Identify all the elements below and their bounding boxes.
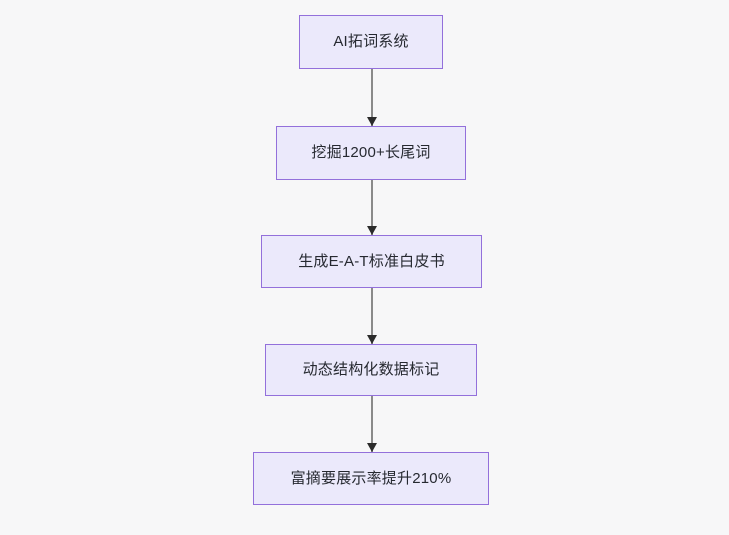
arrowhead-icon: [367, 117, 377, 126]
arrowhead-icon: [367, 443, 377, 452]
flow-node-label: 富摘要展示率提升210%: [290, 469, 452, 487]
edge-line: [371, 69, 373, 126]
flow-node-label: 生成E-A-T标准白皮书: [298, 252, 445, 270]
flow-node-eat-whitepaper[interactable]: 生成E-A-T标准白皮书: [261, 235, 482, 288]
flow-node-ai-keyword-system[interactable]: AI拓词系统: [299, 15, 443, 69]
flow-edge: [367, 69, 377, 126]
flow-node-longtail-mining[interactable]: 挖掘1200+长尾词: [276, 126, 466, 180]
arrowhead-icon: [367, 226, 377, 235]
edge-line: [371, 180, 373, 235]
flow-edge: [367, 180, 377, 235]
arrowhead-icon: [367, 335, 377, 344]
flow-edge: [367, 396, 377, 452]
flow-node-label: AI拓词系统: [333, 33, 409, 50]
flow-edge: [367, 288, 377, 344]
flow-node-label: 动态结构化数据标记: [302, 361, 440, 378]
edge-line: [371, 396, 373, 452]
edge-line: [371, 288, 373, 344]
flow-node-rich-snippet-result[interactable]: 富摘要展示率提升210%: [253, 452, 489, 505]
flow-node-structured-data-markup[interactable]: 动态结构化数据标记: [265, 344, 477, 396]
flow-node-label: 挖掘1200+长尾词: [311, 144, 431, 161]
